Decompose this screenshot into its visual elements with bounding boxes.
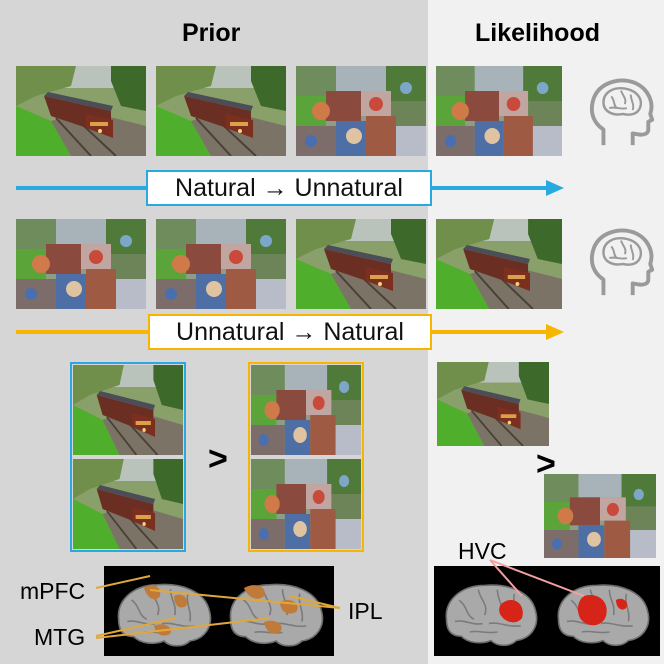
- image-likelihood-noisy: [544, 474, 656, 558]
- head-brain-icon: [582, 222, 660, 302]
- prior-region-leaders: [95, 575, 341, 639]
- arrow-yellow-head: [546, 324, 564, 340]
- image-unnatural-2: [16, 219, 146, 309]
- prior-brain-maps: [104, 566, 334, 656]
- image-mixed-1: [296, 66, 426, 156]
- image-pair-natural-bottom: [73, 459, 183, 549]
- unnatural-pair-box: [248, 362, 364, 552]
- image-mixed-2: [296, 219, 426, 309]
- label-ipl: IPL: [348, 598, 383, 624]
- label-mpfc: mPFC: [20, 578, 86, 604]
- label-natural-to-unnatural: Natural → Unnatural: [146, 170, 432, 206]
- prior-title: Prior: [182, 19, 241, 47]
- image-likelihood-natural: [437, 362, 549, 446]
- image-natural-2: [156, 66, 286, 156]
- label-mtg: MTG: [34, 624, 86, 650]
- greater-than-likelihood: >: [536, 445, 556, 483]
- image-natural-3: [436, 219, 562, 309]
- label-unnatural-to-natural: Unnatural → Natural: [148, 314, 432, 350]
- greater-than-prior: >: [208, 440, 228, 478]
- image-unnatural-3: [156, 219, 286, 309]
- natural-pair-box: [70, 362, 186, 552]
- arrow-blue-head: [546, 180, 564, 196]
- label-hvc: HVC: [458, 538, 507, 564]
- likelihood-title: Likelihood: [475, 19, 600, 47]
- image-pair-unnatural-top: [251, 365, 361, 455]
- image-natural-1: [16, 66, 146, 156]
- image-unnatural-1: [436, 66, 562, 156]
- hvc-leaders: [489, 559, 585, 597]
- image-pair-unnatural-bottom: [251, 459, 361, 549]
- head-brain-icon: [582, 72, 660, 152]
- image-pair-natural-top: [73, 365, 183, 455]
